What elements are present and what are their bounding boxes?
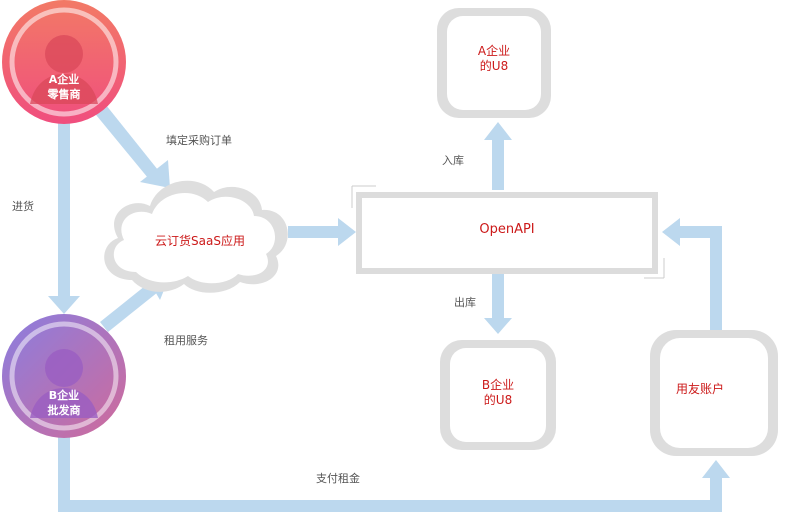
retailer-line1: A企业 <box>48 73 80 86</box>
arrow-purchase <box>48 118 80 314</box>
edge-label-outbound: 出库 <box>454 296 476 309</box>
arrow-cloud-openapi <box>288 218 356 246</box>
retailer-line2: 零售商 <box>47 88 81 101</box>
wholesaler-line2: 批发商 <box>47 404 81 417</box>
person-icon <box>45 35 83 73</box>
arrow-fill-po <box>92 100 170 188</box>
db-b-u8-line2: 的U8 <box>483 393 513 407</box>
arrows <box>48 100 730 512</box>
edge-label-inbound: 入库 <box>442 154 464 167</box>
arrow-pay-rent <box>58 436 730 512</box>
openapi-label: OpenAPI <box>479 222 535 237</box>
yonyou-account-label: 用友账户 <box>675 382 724 396</box>
db-b-u8-line1: B企业 <box>481 378 515 392</box>
wholesaler-line1: B企业 <box>48 389 80 402</box>
retailer-label: A企业 零售商 <box>24 72 104 102</box>
db-a-u8-line2: 的U8 <box>479 59 509 73</box>
wholesaler-node <box>2 314 126 438</box>
edge-label-pay-rent: 支付租金 <box>316 472 360 485</box>
retailer-node <box>2 0 126 124</box>
db-b-u8-label: B企业 的U8 <box>450 378 546 408</box>
edge-label-lease-service: 租用服务 <box>164 334 208 347</box>
cloud-saas-label: 云订货SaaS应用 <box>155 234 245 248</box>
db-a-u8-node <box>437 8 551 118</box>
edge-label-fill-po: 填定采购订单 <box>166 134 232 147</box>
db-a-u8-line1: A企业 <box>477 44 511 58</box>
wholesaler-label: B企业 批发商 <box>24 388 104 418</box>
yonyou-account-node <box>650 330 778 456</box>
db-b-u8-node <box>440 340 556 450</box>
cloud-saas-node <box>104 180 288 293</box>
openapi-node <box>351 185 665 279</box>
arrow-inbound <box>484 122 512 190</box>
edge-label-purchase: 进货 <box>12 200 34 213</box>
db-a-u8-label: A企业 的U8 <box>447 44 541 74</box>
arrow-account-openapi <box>662 218 722 330</box>
person-icon <box>45 349 83 387</box>
arrow-outbound <box>484 272 512 334</box>
